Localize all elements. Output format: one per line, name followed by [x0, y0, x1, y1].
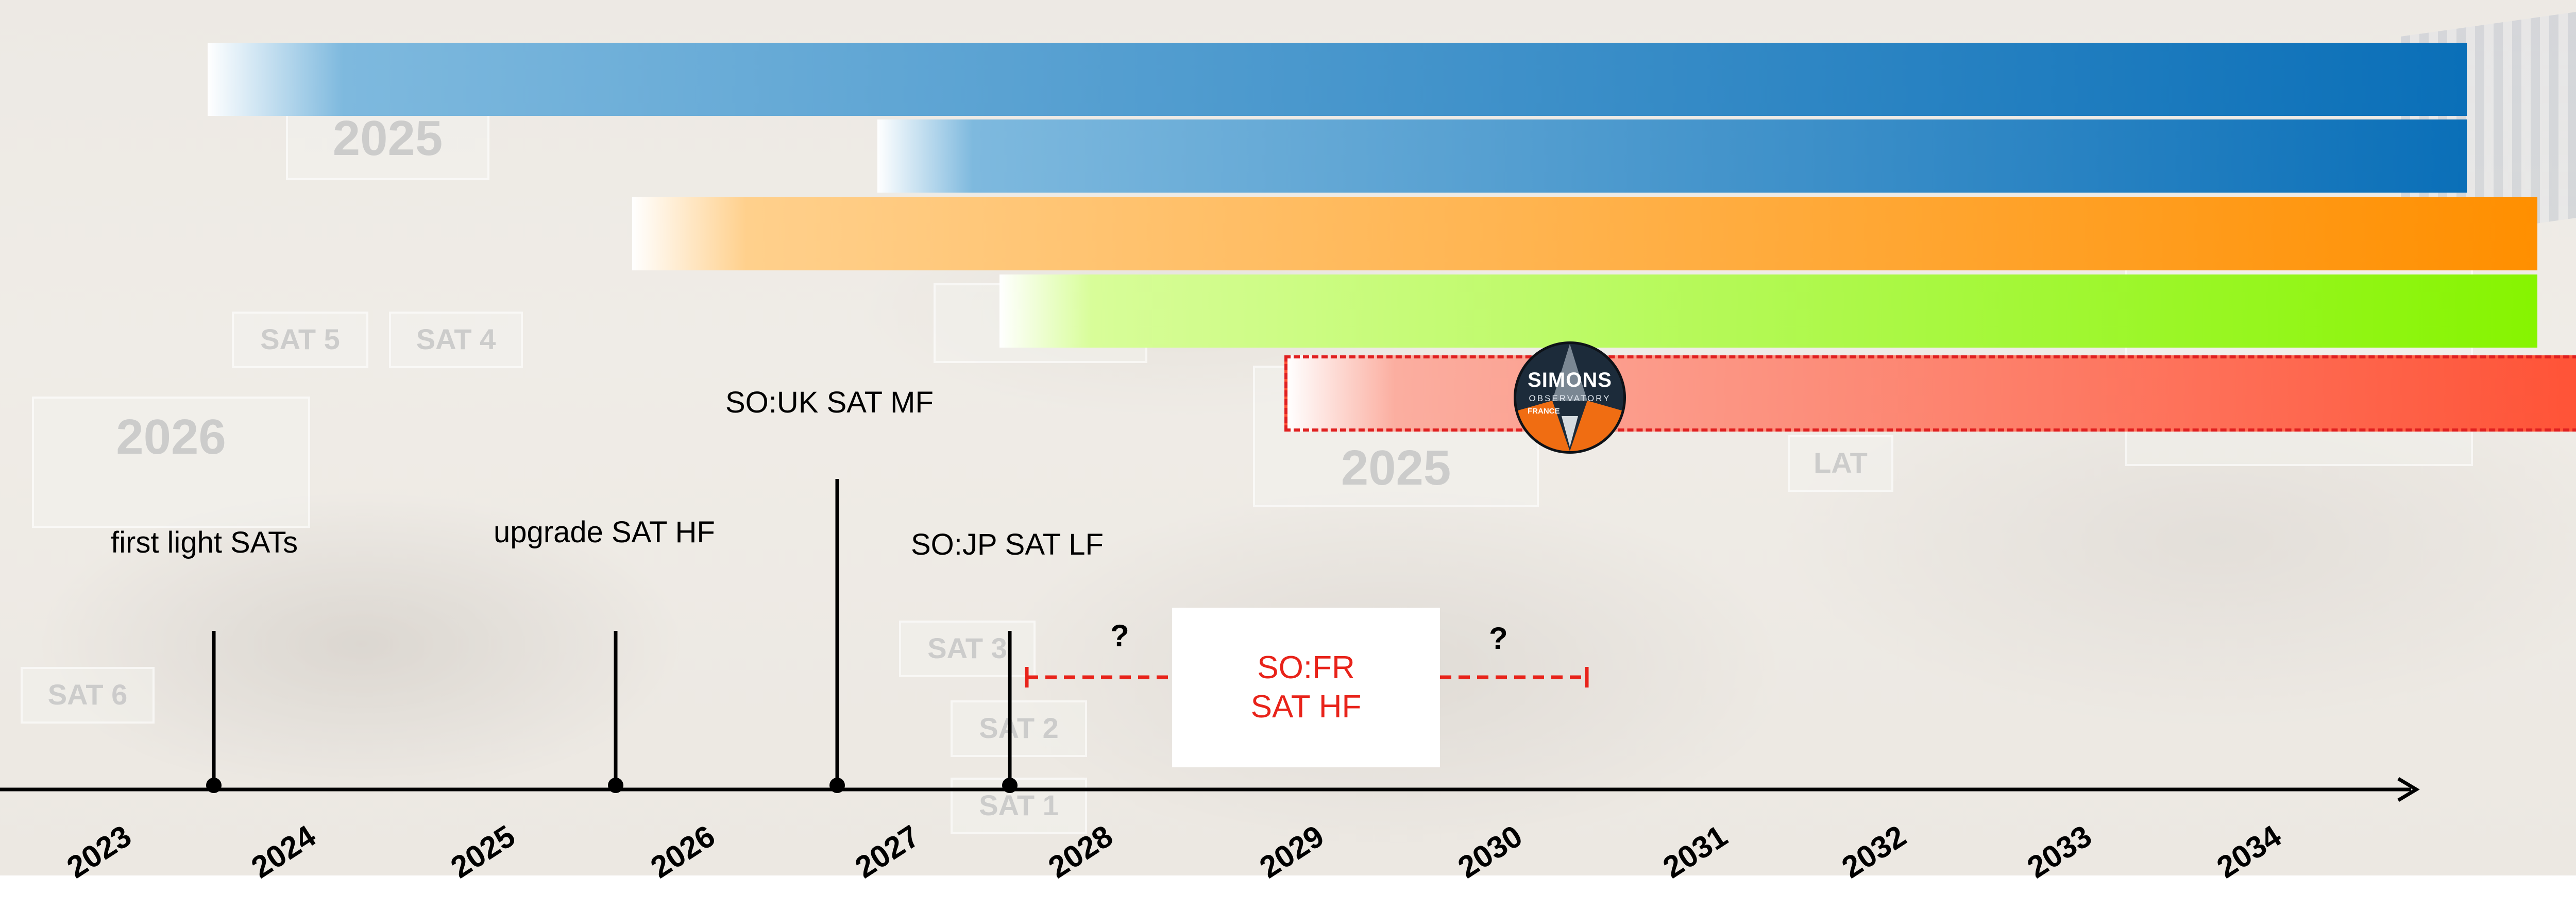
bar-green	[999, 274, 2537, 348]
ghost-sat4: SAT 4	[389, 312, 523, 368]
question-mark-right: ?	[1489, 621, 1508, 656]
question-mark-left: ?	[1110, 618, 1129, 653]
milestone-label-so-uk-sat-mf: SO:UK SAT MF	[725, 386, 934, 419]
ghost-so-japan: 2026	[32, 397, 310, 528]
bar-orange	[632, 197, 2537, 270]
logo-country: FRANCE	[1528, 407, 1560, 416]
bar-blue-2	[877, 119, 2467, 193]
so-fr-line1: SO:FR	[1257, 650, 1355, 685]
ghost-sat1: SAT 1	[951, 778, 1087, 834]
milestone-label-upgrade-sat-hf: upgrade SAT HF	[494, 515, 715, 549]
simons-observatory-logo: SIMONS OBSERVATORY FRANCE	[1514, 341, 1626, 454]
logo-subtitle: OBSERVATORY	[1529, 393, 1611, 403]
bar-red-dashed	[1284, 355, 2576, 432]
milestone-label-so-jp-sat-lf: SO:JP SAT LF	[911, 528, 1104, 561]
so-fr-box: SO:FR SAT HF	[1172, 608, 1440, 767]
ghost-sat5: SAT 5	[232, 312, 368, 368]
bar-blue-1	[208, 43, 2467, 116]
ghost-lat: LAT	[1788, 435, 1893, 492]
milestone-dot-so-uk-sat-mf	[829, 778, 845, 793]
milestone-dot-first-light	[206, 778, 222, 793]
milestone-dot-upgrade-sat-hf	[608, 778, 623, 793]
so-fr-line2: SAT HF	[1250, 689, 1362, 725]
time-axis-arrow	[2397, 777, 2420, 802]
ghost-sat2: SAT 2	[951, 700, 1087, 757]
logo-title: SIMONS	[1528, 369, 1612, 391]
ghost-sat3: SAT 3	[899, 621, 1036, 677]
milestone-dot-so-jp-sat-lf	[1002, 778, 1018, 793]
milestone-label-first-light: first light SATs	[111, 526, 298, 559]
ghost-sat6: SAT 6	[21, 667, 155, 724]
